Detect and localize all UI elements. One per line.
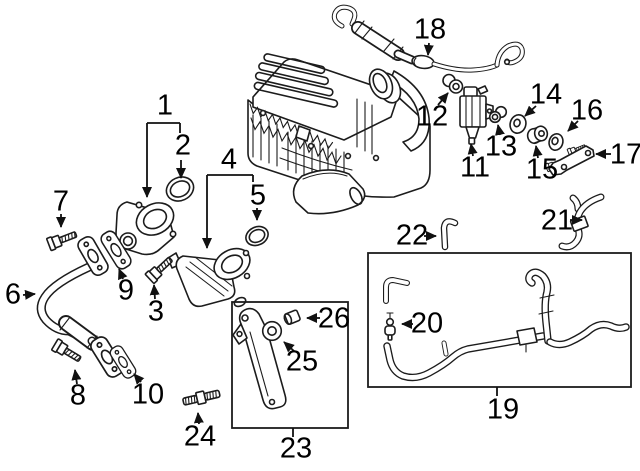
seal-ring-upper-drawing bbox=[165, 176, 195, 202]
hose-harness-group bbox=[367, 252, 632, 388]
egr-valve-lower-drawing bbox=[167, 247, 251, 308]
purge-valve-drawing bbox=[459, 85, 494, 145]
seal-ring-lower-drawing bbox=[245, 225, 269, 247]
bolt-7-drawing bbox=[45, 227, 80, 252]
bolt-3-drawing bbox=[144, 253, 176, 285]
air-cleaner-housing-drawing bbox=[247, 53, 431, 215]
stud-24-drawing bbox=[182, 389, 221, 406]
check-valve-20-drawing bbox=[384, 312, 396, 341]
hose-assembly-drawing bbox=[334, 7, 522, 70]
egr-valve-upper-drawing bbox=[115, 201, 177, 256]
hose-21-drawing bbox=[562, 197, 601, 247]
bracket-17-drawing bbox=[544, 142, 595, 176]
grommet-12-drawing bbox=[442, 73, 464, 94]
grommet-16-drawing bbox=[548, 133, 564, 151]
bushing-26-drawing bbox=[283, 309, 301, 326]
egr-pipe-drawing bbox=[41, 233, 127, 381]
bushing-25-drawing bbox=[261, 320, 283, 342]
cap-13-drawing bbox=[488, 105, 508, 124]
washer-14-drawing bbox=[509, 114, 527, 134]
bolt-8-drawing bbox=[50, 337, 84, 366]
support-bracket-group bbox=[231, 301, 349, 429]
leader-lines bbox=[22, 42, 611, 437]
roller-15-drawing bbox=[526, 125, 549, 145]
hose-22-drawing bbox=[444, 221, 455, 247]
